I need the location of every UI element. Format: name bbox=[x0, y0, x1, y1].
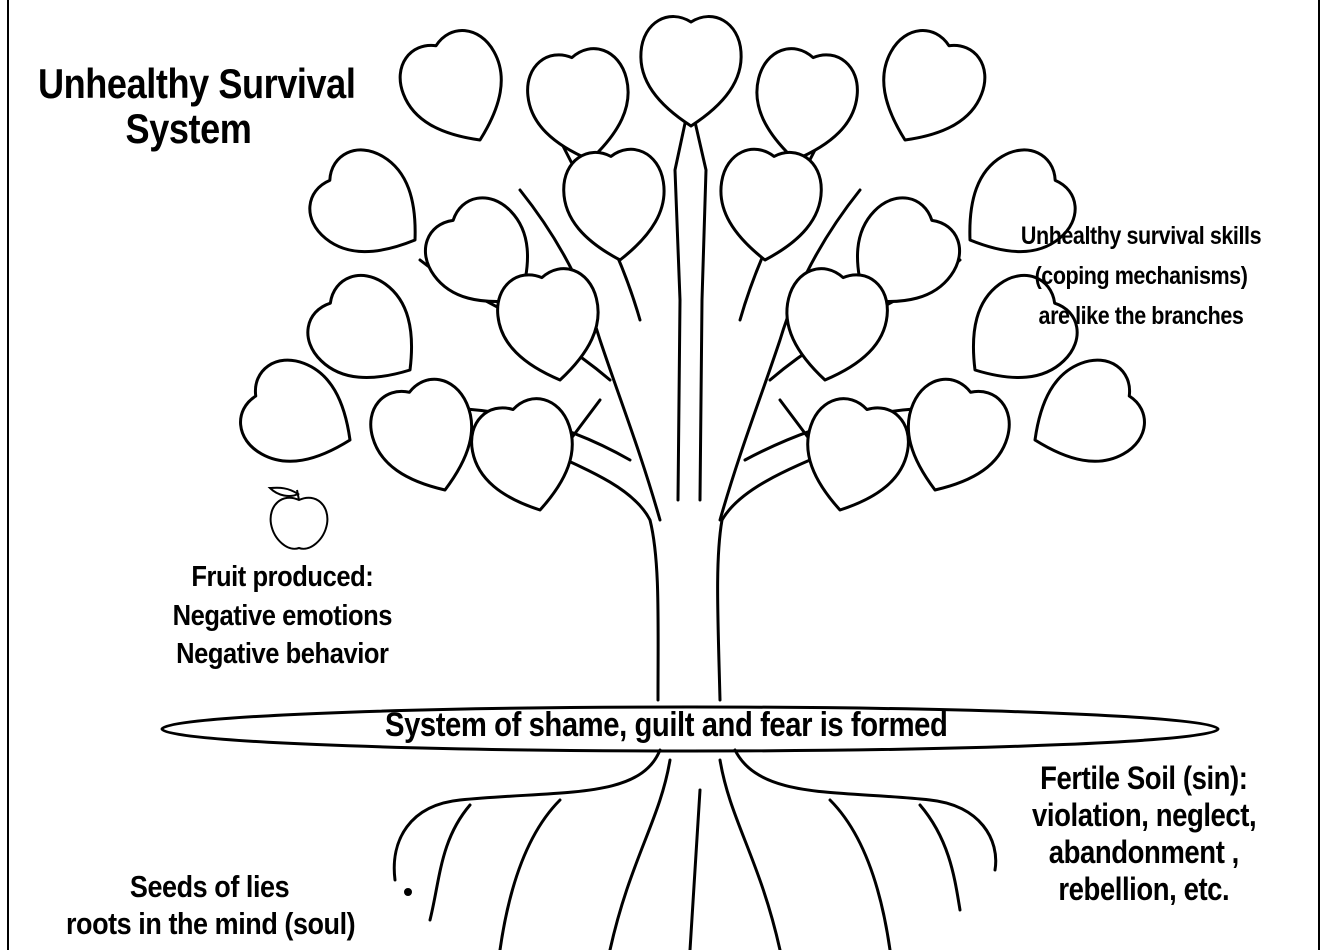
soil-line-4: rebellion, etc. bbox=[1032, 871, 1256, 908]
fruit-line-3: Negative behavior bbox=[160, 635, 405, 674]
fruit-line-2: Negative emotions bbox=[160, 597, 405, 636]
fruit-label: Fruit produced: Negative emotions Negati… bbox=[160, 558, 405, 674]
branches-line-3: are like the branches bbox=[1012, 296, 1270, 336]
title-line-1: Unhealthy Survival bbox=[38, 62, 339, 107]
branches-line-1: Unhealthy survival skills bbox=[1012, 216, 1270, 256]
fruit-line-1: Fruit produced: bbox=[160, 558, 405, 597]
soil-line-2: violation, neglect, bbox=[1032, 797, 1256, 834]
ground-label: System of shame, guilt and fear is forme… bbox=[385, 706, 911, 744]
seeds-line-1: Seeds of lies bbox=[66, 869, 353, 906]
soil-line-3: abandonment , bbox=[1032, 834, 1256, 871]
soil-label: Fertile Soil (sin): violation, neglect, … bbox=[1032, 760, 1256, 908]
seeds-line-2: roots in the mind (soul) bbox=[66, 906, 353, 943]
title-line-2: System bbox=[38, 107, 339, 152]
seeds-label: Seeds of lies roots in the mind (soul) bbox=[66, 869, 353, 942]
seed-dot-icon bbox=[404, 888, 412, 896]
apple-icon bbox=[270, 488, 327, 549]
soil-line-1: Fertile Soil (sin): bbox=[1032, 760, 1256, 797]
branches-line-2: (coping mechanisms) bbox=[1012, 256, 1270, 296]
roots bbox=[394, 750, 995, 950]
page-title: Unhealthy Survival System bbox=[38, 62, 339, 152]
branches-label: Unhealthy survival skills (coping mechan… bbox=[1012, 216, 1270, 336]
